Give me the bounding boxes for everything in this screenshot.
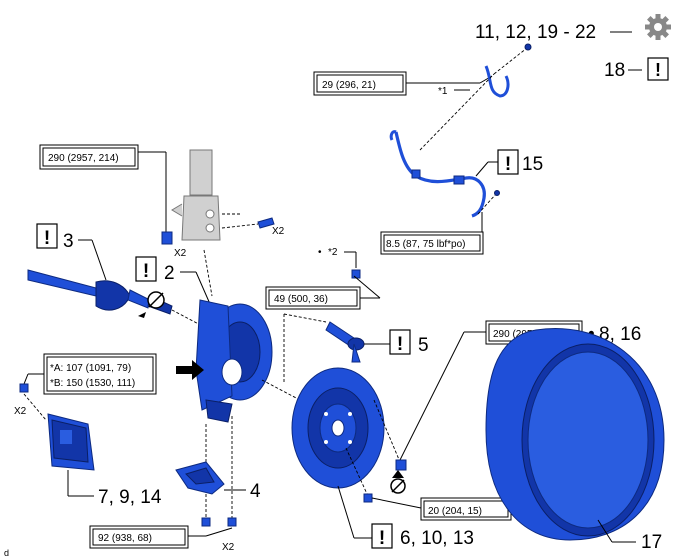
nut-icon [351, 269, 361, 279]
qty-x2-b: X2 [272, 226, 285, 237]
steering-knuckle-hub [195, 299, 273, 423]
brake-caliper [47, 413, 95, 471]
svg-text:8.5 (87, 75 lbf*po): 8.5 (87, 75 lbf*po) [386, 239, 466, 250]
torque-box-290-top: 290 (2957, 214) [39, 144, 139, 170]
strut-assembly [171, 149, 221, 241]
nut-icon [395, 459, 407, 471]
speed-sensor-wire [389, 65, 510, 218]
part-label-18: 18 [604, 60, 625, 81]
svg-text:49 (500, 36): 49 (500, 36) [274, 294, 328, 305]
important-icon: ! [389, 329, 411, 355]
svg-text:*B: 150 (1530, 111): *B: 150 (1530, 111) [50, 378, 135, 389]
qty-x2-d: X2 [222, 542, 235, 553]
torque-box-49: 49 (500, 36) [265, 286, 361, 310]
reference-2: *2 [328, 247, 338, 258]
part-label-2: 2 [164, 263, 175, 284]
part-label-6-10-13: 6, 10, 13 [400, 528, 474, 549]
part-label-15: 15 [522, 154, 543, 175]
part-label-17: 17 [641, 532, 662, 553]
tie-rod-end [325, 321, 365, 363]
part-label-8-16: 8, 16 [599, 324, 641, 345]
nut-icon [161, 231, 173, 245]
bolt-icon [201, 517, 211, 527]
torque-box-caliper: *A: 107 (1091, 79) *B: 150 (1530, 111) [43, 353, 157, 395]
important-icon: ! [497, 149, 519, 175]
important-icon: ! [371, 523, 393, 549]
svg-text:!: ! [379, 528, 385, 549]
svg-text:!: ! [397, 334, 403, 355]
part-label-7-9-14: 7, 9, 14 [98, 487, 162, 508]
bolt-icon [257, 217, 275, 229]
important-icon: ! [135, 256, 157, 282]
svg-text:!: ! [655, 60, 661, 80]
torque-box-20: 20 (204, 15) [420, 497, 512, 521]
part-label-4: 4 [250, 481, 261, 502]
torque-box-29: 29 (296, 21) [313, 71, 407, 96]
dust-cover [175, 461, 225, 495]
svg-text:*A: 107 (1091, 79): *A: 107 (1091, 79) [50, 363, 131, 374]
svg-text:92 (938, 68): 92 (938, 68) [98, 533, 152, 544]
gear-icon [645, 14, 671, 40]
reference-2-bullet: • [318, 247, 322, 258]
svg-text:!: ! [44, 228, 50, 249]
screw-icon [363, 493, 373, 503]
tire-wheel [485, 328, 665, 541]
svg-text:!: ! [505, 154, 511, 175]
svg-text:290 (2957, 214): 290 (2957, 214) [48, 153, 119, 164]
no-reuse-icon [147, 291, 165, 309]
part-label-11-12-19-22: 11, 12, 19 - 22 [475, 22, 596, 43]
arrow-icon [176, 360, 204, 380]
torque-box-92: 92 (938, 68) [89, 525, 189, 549]
important-icon: ! [647, 57, 669, 81]
svg-text:29 (296, 21): 29 (296, 21) [322, 80, 376, 91]
part-label-3: 3 [63, 231, 74, 252]
figure-id: d [4, 548, 9, 558]
bolt-icon [19, 383, 29, 393]
qty-x2-a: X2 [174, 248, 187, 259]
brake-disc [291, 367, 385, 489]
reference-1: *1 [438, 86, 448, 97]
svg-text:20 (204, 15): 20 (204, 15) [428, 506, 482, 517]
part-label-5: 5 [418, 335, 429, 356]
bolt-icon [227, 517, 237, 527]
bolt-icon [524, 43, 532, 51]
torque-box-8-5: 8.5 (87, 75 lbf*po) [380, 231, 484, 255]
important-icon: ! [36, 223, 58, 249]
svg-text:!: ! [143, 261, 149, 282]
qty-x2-c: X2 [14, 406, 27, 417]
no-reuse-icon [390, 478, 406, 494]
